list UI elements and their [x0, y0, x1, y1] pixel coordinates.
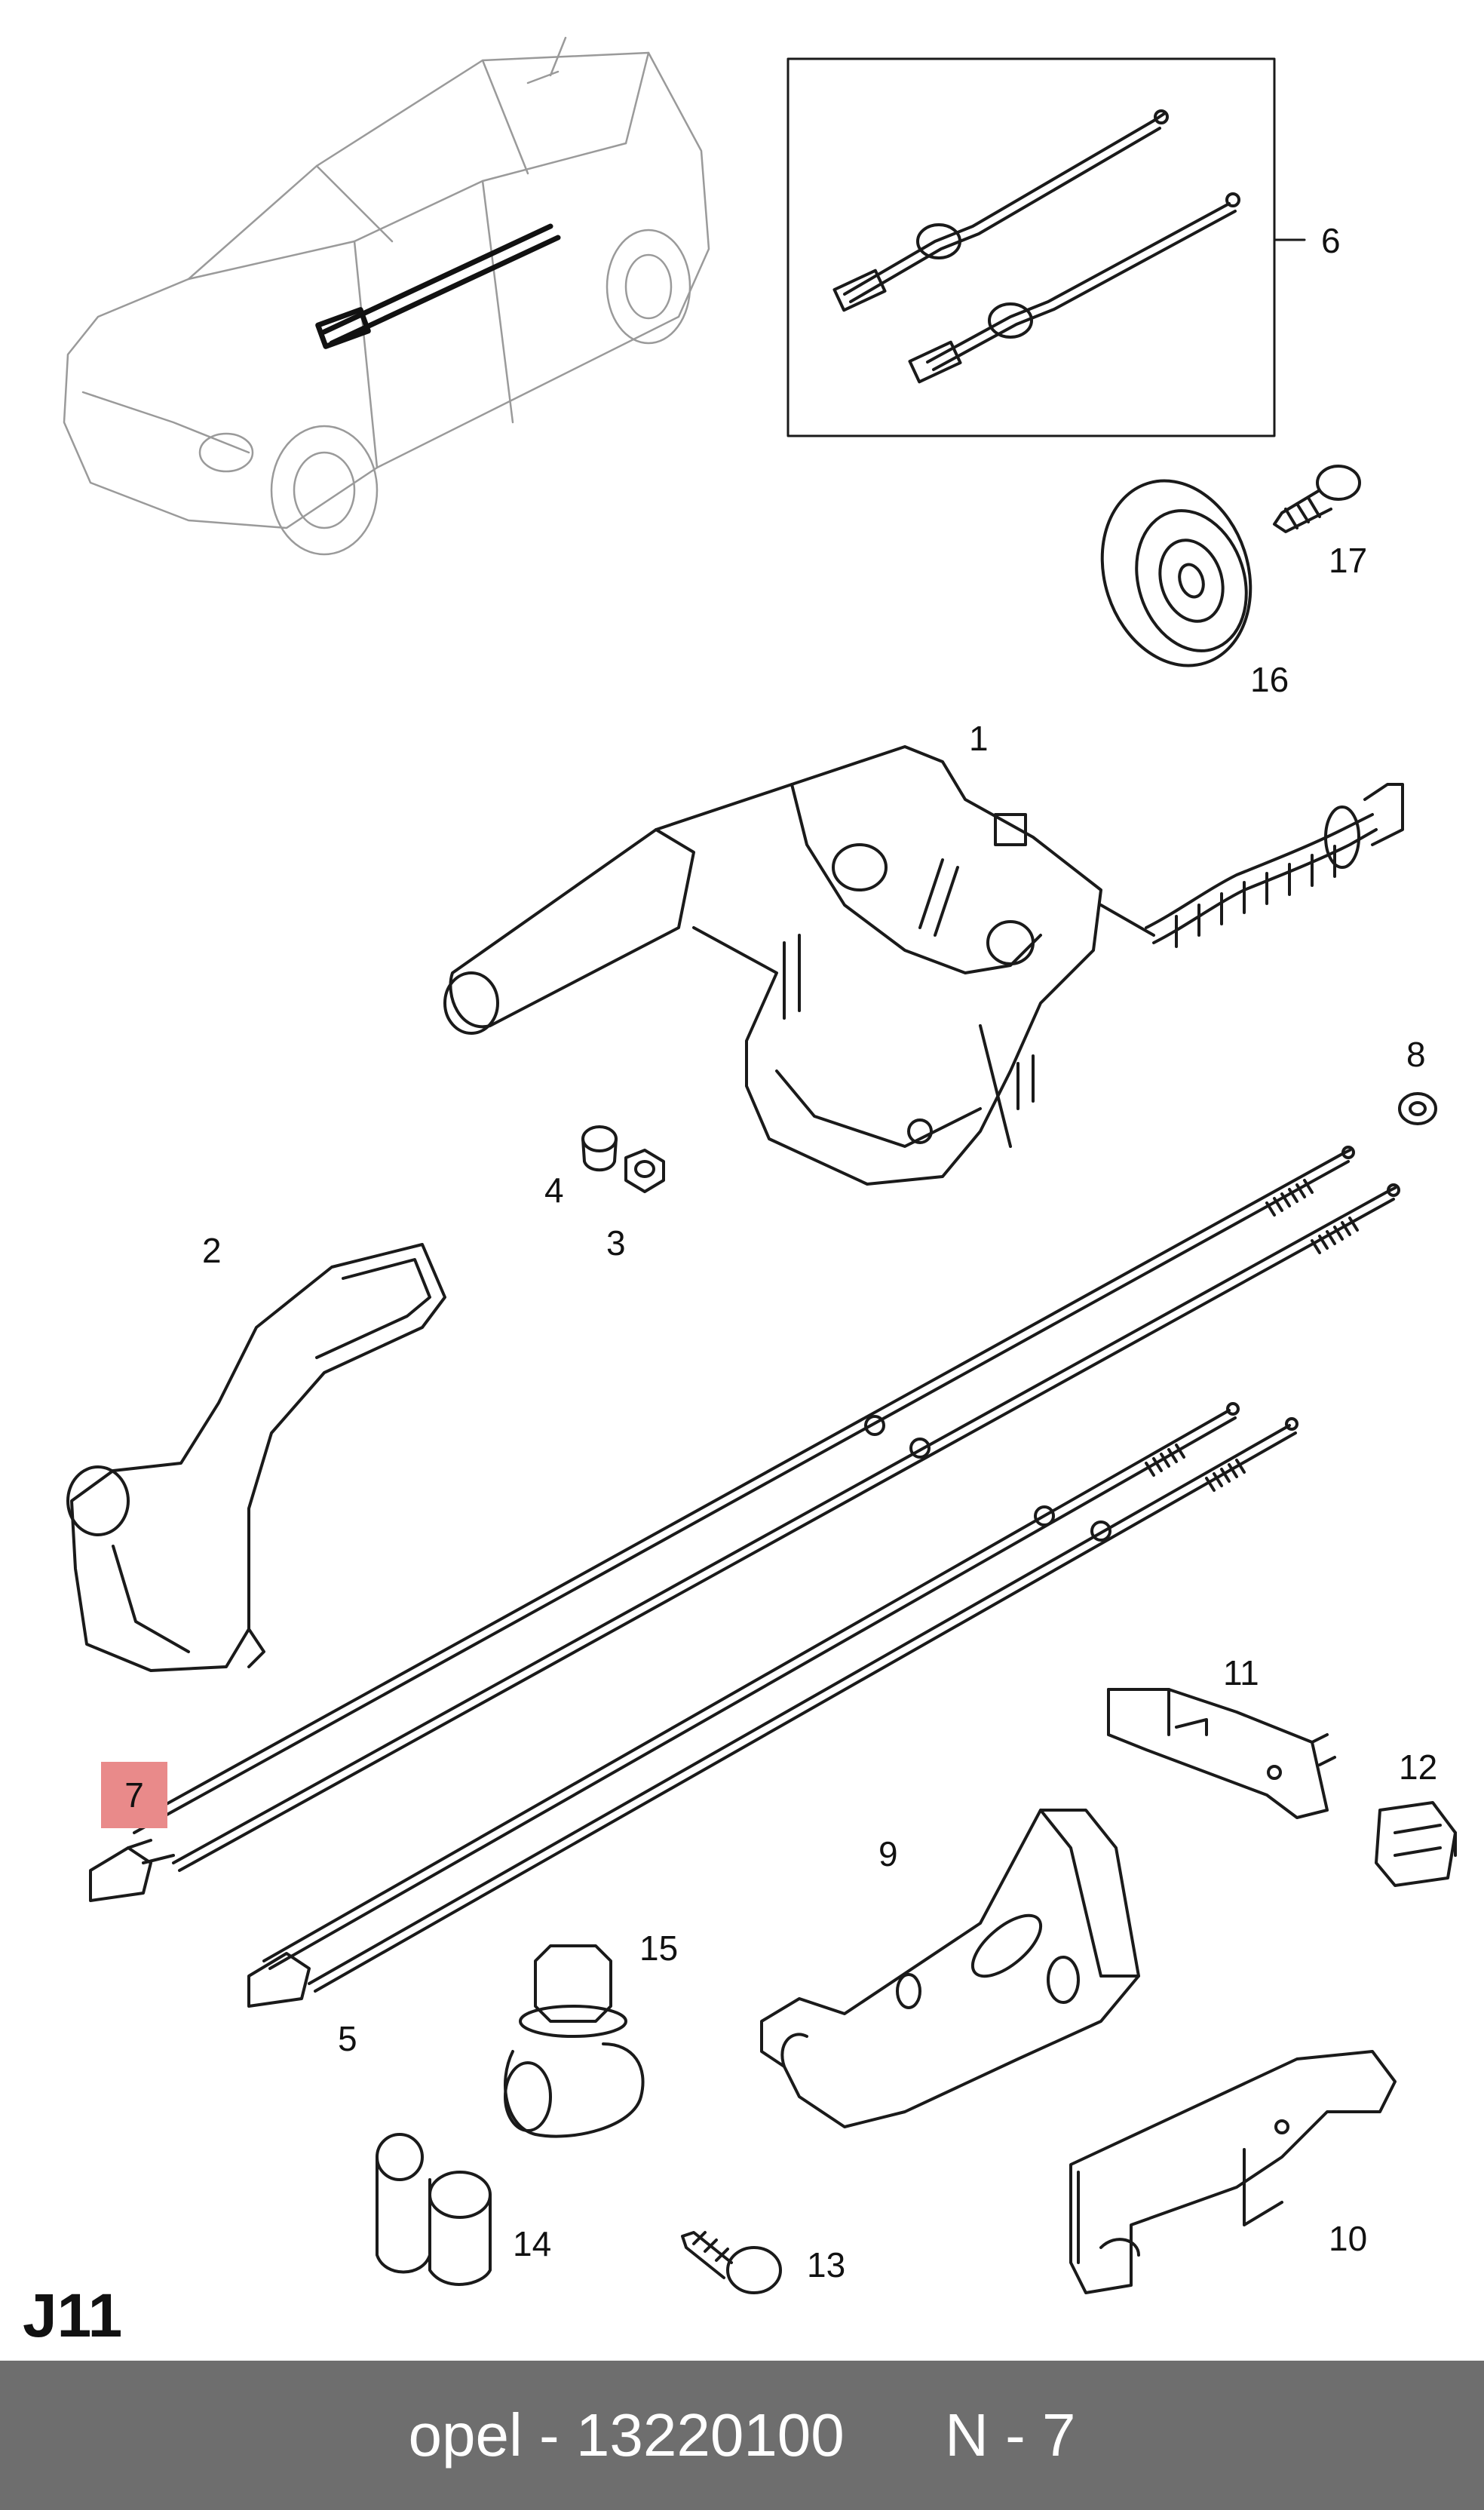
label-part-11: 11 — [1223, 1653, 1259, 1692]
footer-separator: - — [522, 2401, 576, 2469]
label-part-16: 16 — [1250, 660, 1289, 699]
part-7-cables — [89, 1146, 1400, 1902]
part-6-cable-set — [786, 57, 1306, 437]
part-3-nut — [624, 1149, 665, 1193]
label-part-13: 13 — [807, 2245, 846, 2284]
part-4-cap — [581, 1125, 618, 1172]
footer-gap — [845, 2401, 945, 2470]
label-part-9: 9 — [878, 1834, 898, 1873]
vehicle-highlight — [315, 223, 561, 349]
label-part-5: 5 — [338, 2019, 357, 2058]
part-15-clip — [504, 1944, 645, 2138]
footer-position: N - 7 — [945, 2401, 1076, 2469]
part-11-bracket — [1107, 1688, 1336, 1819]
label-part-12: 12 — [1399, 1747, 1438, 1787]
footer-brand: opel — [408, 2401, 523, 2469]
label-part-15: 15 — [639, 1929, 679, 1968]
label-part-14: 14 — [513, 2224, 552, 2263]
diagram-code: J11 — [23, 2281, 123, 2350]
part-12-clip — [1375, 1801, 1457, 1887]
part-9-bracket — [760, 1809, 1140, 2128]
label-part-10: 10 — [1329, 2219, 1368, 2258]
label-part-8: 8 — [1406, 1035, 1426, 1074]
part-16-grommet — [1100, 479, 1253, 667]
part-2-boot — [66, 1243, 446, 1672]
part-14-clamp — [376, 2133, 492, 2286]
part-5-cables — [247, 1402, 1298, 2008]
part-17-bolt — [1273, 465, 1361, 533]
part-10-bracket — [1069, 2050, 1397, 2294]
part-13-screw — [681, 2231, 782, 2294]
label-part-7: 7 — [124, 1775, 144, 1815]
label-part-3: 3 — [606, 1223, 626, 1263]
label-part-6: 6 — [1321, 221, 1341, 260]
footer-part-number: 13220100 — [575, 2401, 845, 2469]
highlighted-part-marker[interactable]: 7 — [101, 1762, 167, 1828]
vehicle-illustration — [63, 51, 710, 556]
parts-diagram — [63, 36, 1457, 2294]
label-part-17: 17 — [1329, 541, 1368, 580]
label-part-4: 4 — [544, 1171, 564, 1210]
part-8-clip — [1398, 1092, 1437, 1125]
part-1-handbrake-lever — [443, 745, 1404, 1186]
label-part-1: 1 — [969, 719, 989, 758]
vehicle-pointer — [549, 36, 567, 77]
footer-bar: opel - 13220100 N - 7 — [0, 2361, 1484, 2510]
label-part-2: 2 — [202, 1231, 222, 1270]
